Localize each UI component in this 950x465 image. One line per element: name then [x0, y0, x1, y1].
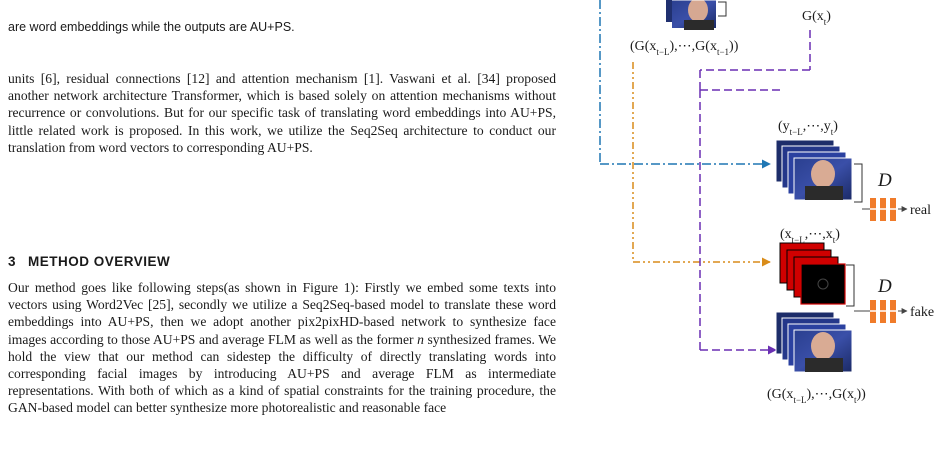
blue-dash-line: [599, 0, 771, 169]
caption-line: are word embeddings while the outputs ar…: [8, 20, 295, 34]
paragraph-text-a: Our method goes like following steps(as …: [8, 280, 556, 347]
discriminator-label-real: D: [877, 170, 892, 191]
math-g-prev-sequence: (G(xt−L),⋯,G(xt−1)): [630, 39, 739, 57]
real-label: real: [910, 203, 931, 218]
discriminator-label-fake: D: [877, 276, 892, 297]
math-x-sequence: (xt−L,⋯,xt): [780, 227, 840, 245]
caption-clipped-line: [8, 0, 548, 18]
paragraph-related-work: units [6], residual connections [12] and…: [8, 71, 556, 155]
discriminator-fake: [854, 300, 908, 323]
paragraph-text-b: synthesized frames. We hold the view tha…: [8, 331, 556, 416]
fake-label: fake: [910, 305, 934, 320]
real-frame-stack: [775, 139, 853, 201]
section-heading: 3 METHOD OVERVIEW: [8, 254, 170, 269]
figure-pipeline: (G(xt−L),⋯,G(xt−1)) G(xt) (yt−L,⋯,yt): [580, 0, 950, 465]
math-y-sequence: (yt−L,⋯,yt): [778, 119, 838, 137]
landmark-frame-stack: [779, 242, 846, 305]
figure-caption-tail: are word embeddings while the outputs ar…: [8, 0, 548, 36]
purple-dash-lines: [699, 30, 811, 355]
top-frame-stack: [666, 0, 716, 30]
math-g-sequence: (G(xt−L),⋯,G(xt)): [767, 387, 866, 405]
math-g-xt: G(xt): [802, 9, 831, 27]
math-n: n: [417, 331, 424, 347]
section-number: 3: [8, 254, 17, 269]
discriminator-real: [862, 198, 908, 221]
paragraph-method-overview: Our method goes like following steps(as …: [8, 279, 556, 417]
fake-frame-stack: [775, 311, 853, 373]
section-title: METHOD OVERVIEW: [28, 254, 171, 269]
orange-dash-line: [632, 62, 771, 267]
figure-svg: (G(xt−L),⋯,G(xt−1)) G(xt) (yt−L,⋯,yt): [599, 0, 934, 405]
